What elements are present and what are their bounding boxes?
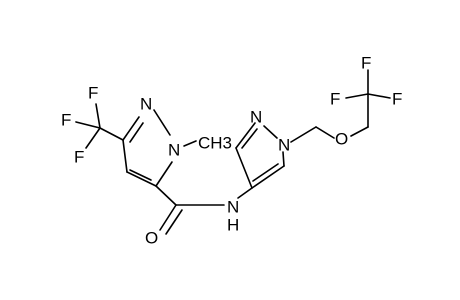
- bond-n1-c5: [155, 161, 173, 187]
- bond-c-f-bottom: [85, 127, 101, 149]
- atom-f-top: F: [88, 84, 98, 103]
- bond-c3-n2-double: [129, 122, 144, 143]
- atom-n1-left-ring: N: [168, 141, 180, 160]
- bond-n1-methyl: [183, 140, 197, 147]
- bond-c4-c3: [122, 139, 128, 173]
- atom-n2-left-ring: N: [140, 95, 152, 114]
- atom-h-amide: H: [227, 216, 239, 235]
- bond-carbonyl-o-double: [165, 209, 183, 235]
- bond-c3-n2: [122, 116, 140, 141]
- atom-methyl: CH3: [198, 134, 232, 153]
- atom-n1-right-ring: N: [278, 136, 290, 155]
- bond-cf3-c3: [99, 127, 124, 141]
- bond-o-ch2: [350, 126, 369, 137]
- atom-f-bottom: F: [74, 148, 84, 167]
- atom-n2-right-ring: N: [250, 108, 262, 127]
- bond-c5-c4: [126, 171, 157, 187]
- bond-n2-n1: [153, 109, 171, 136]
- bond-c3r-n2r: [235, 122, 256, 149]
- bond-n1r-ch2: [290, 126, 317, 143]
- bond-c5r-c4-double: [252, 163, 279, 182]
- bond-carbonyl-o: [159, 204, 177, 231]
- bond-c5r-c4: [251, 165, 285, 189]
- atom-o-carbonyl: O: [145, 229, 158, 248]
- atom-o-ether: O: [335, 130, 348, 149]
- bond-ch2-o: [315, 126, 335, 139]
- bond-c4-c3r: [235, 147, 253, 189]
- atom-f-trifluoroethyl-right: F: [392, 90, 402, 109]
- atom-n-amide: N: [227, 198, 239, 217]
- bond-cf3-f-right: [367, 93, 391, 99]
- bond-c5-carbonyl: [155, 185, 177, 206]
- bond-c5-c4-double: [129, 169, 152, 181]
- atom-labels: F F F N N CH3 O N H N N O F F F: [61, 54, 402, 248]
- bond-nh-c4: [237, 187, 253, 199]
- atom-f-trifluoroethyl-top: F: [361, 54, 371, 73]
- bonds: [75, 69, 391, 235]
- bond-n2r-n1r: [263, 125, 278, 139]
- atom-f-left: F: [61, 111, 71, 130]
- bond-c-f-left: [75, 121, 101, 129]
- atom-f-trifluoroethyl-left: F: [330, 90, 340, 109]
- bond-c3r-n2r-double: [241, 128, 258, 149]
- bond-cf3-f-left: [345, 93, 369, 99]
- bond-n1r-c5r: [282, 151, 285, 167]
- bond-c-f-top: [95, 103, 101, 129]
